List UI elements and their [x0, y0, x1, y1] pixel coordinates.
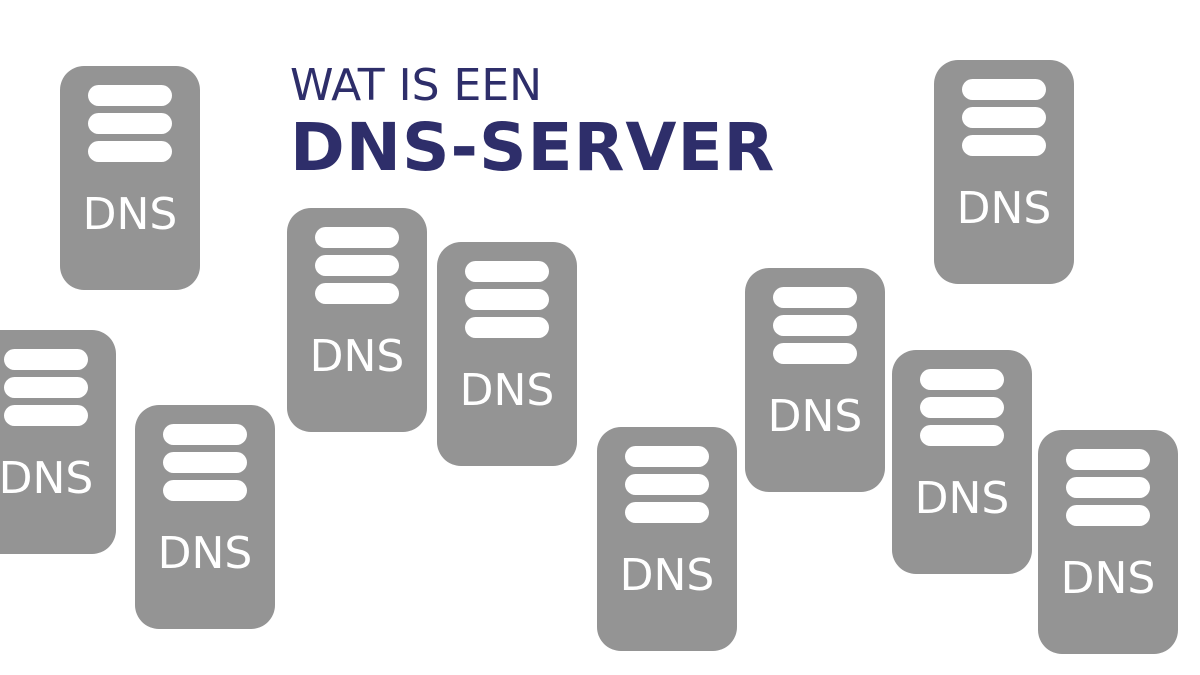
server-bar — [4, 377, 88, 398]
dns-server-icon: DNS — [934, 60, 1074, 284]
server-bar — [163, 424, 247, 445]
server-bar — [4, 405, 88, 426]
server-label: DNS — [0, 453, 94, 504]
server-bar — [88, 85, 172, 106]
title-line-2: DNS-SERVER — [290, 109, 776, 186]
server-bar — [163, 480, 247, 501]
server-label: DNS — [956, 183, 1052, 234]
dns-server-icon: DNS — [287, 208, 427, 432]
server-bar — [920, 369, 1004, 390]
server-bar — [315, 283, 399, 304]
dns-server-icon: DNS — [0, 330, 116, 554]
server-bar — [88, 141, 172, 162]
server-bar — [1066, 449, 1150, 470]
server-label: DNS — [157, 528, 253, 579]
server-label: DNS — [1060, 553, 1156, 604]
server-bar — [1066, 505, 1150, 526]
dns-server-icon: DNS — [1038, 430, 1178, 654]
dns-server-icon: DNS — [60, 66, 200, 290]
server-bar — [920, 397, 1004, 418]
server-bar — [465, 289, 549, 310]
server-bar — [88, 113, 172, 134]
dns-server-icon: DNS — [745, 268, 885, 492]
server-bar — [625, 446, 709, 467]
dns-server-icon: DNS — [135, 405, 275, 629]
server-label: DNS — [767, 391, 863, 442]
server-label: DNS — [914, 473, 1010, 524]
server-bar — [625, 474, 709, 495]
server-bar — [962, 79, 1046, 100]
dns-server-icon: DNS — [437, 242, 577, 466]
title-line-1: WAT IS EEN — [290, 60, 543, 111]
server-bar — [315, 227, 399, 248]
server-bar — [962, 107, 1046, 128]
server-bar — [625, 502, 709, 523]
server-label: DNS — [619, 550, 715, 601]
server-bar — [1066, 477, 1150, 498]
server-bar — [4, 349, 88, 370]
server-label: DNS — [82, 189, 178, 240]
server-bar — [962, 135, 1046, 156]
server-bar — [773, 315, 857, 336]
server-bar — [773, 287, 857, 308]
dns-server-icon: DNS — [892, 350, 1032, 574]
server-bar — [315, 255, 399, 276]
server-bar — [465, 261, 549, 282]
server-bar — [773, 343, 857, 364]
server-label: DNS — [459, 365, 555, 416]
server-bar — [465, 317, 549, 338]
dns-server-icon: DNS — [597, 427, 737, 651]
title: WAT IS EEN DNS-SERVER — [290, 62, 775, 186]
server-bar — [163, 452, 247, 473]
server-bar — [920, 425, 1004, 446]
server-label: DNS — [309, 331, 405, 382]
